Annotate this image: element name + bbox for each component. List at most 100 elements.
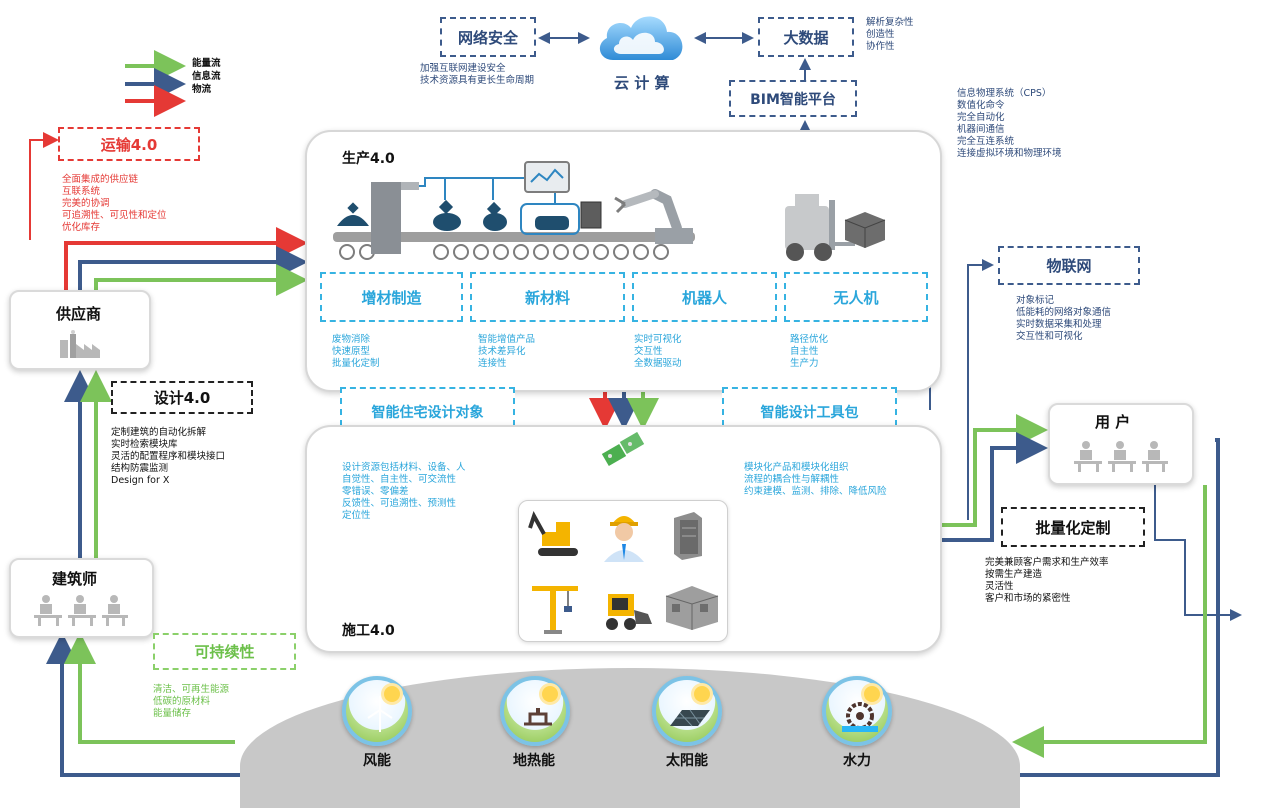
transport-line: 优化库存 [62, 222, 101, 233]
energy-source-label: 地热能 [513, 753, 555, 769]
iot-box: 物联网 [998, 246, 1140, 285]
legend-info-label: 信息流 [192, 71, 221, 82]
transport-line: 完美的协调 [62, 198, 110, 209]
energy-source-hydro [822, 676, 892, 746]
sun-icon [384, 686, 400, 702]
iot-line: 实时数据采集和处理 [1016, 319, 1102, 330]
big-data-line-1: 创造性 [866, 29, 895, 40]
mass-customization-line: 按需生产建造 [985, 569, 1043, 580]
sustainability-title: 可持续性 [194, 643, 255, 661]
production-col-line: 连接性 [478, 358, 507, 369]
construction-left-line: 反馈性、可追溯性、预测性 [342, 498, 457, 509]
production-col-line: 生产力 [790, 358, 819, 369]
production-col-title: 增材制造 [361, 288, 422, 307]
production-col-line: 快速原型 [332, 346, 371, 357]
mass-customization-line: 完美兼顾客户需求和生产效率 [985, 557, 1109, 568]
construction-left-line: 自觉性、自主性、可交流性 [342, 474, 457, 485]
design40-box: 设计4.0 [111, 381, 253, 414]
cloud-label: 云 计 算 [614, 74, 670, 92]
design40-line: 定制建筑的自动化拆解 [111, 427, 207, 438]
production-line-illustration [333, 161, 886, 261]
transport-line: 可追溯性、可见性和定位 [62, 210, 167, 221]
server-cabinet-icon [674, 512, 702, 560]
tower-crane-icon [532, 586, 578, 634]
legend-material-label: 物流 [192, 84, 212, 95]
big-data-line-2: 协作性 [866, 41, 895, 52]
sustainability-line: 能量储存 [153, 708, 192, 719]
smart-home-design-title: 智能住宅设计对象 [371, 405, 484, 421]
network-security-line-0: 加强互联网建设安全 [420, 63, 506, 74]
production-col-robot-box: 机器人 [632, 272, 777, 322]
cps-line: 机器间通信 [957, 124, 1005, 135]
iot-line: 对象标记 [1016, 295, 1055, 306]
water-wheel-icon [842, 702, 878, 732]
production-col-line: 自主性 [790, 346, 819, 357]
design40-line: 实时检索模块库 [111, 439, 178, 450]
network-security-box: 网络安全 [440, 17, 536, 57]
iot-line: 低能耗的网络对象通信 [1016, 307, 1112, 318]
construction-right-line: 流程的耦合性与解耦性 [744, 474, 840, 485]
production-col-line: 批量化定制 [332, 358, 380, 369]
engineer-icon [604, 516, 644, 562]
energy-source-geothermal [500, 676, 570, 746]
design40-title: 设计4.0 [153, 389, 211, 407]
supplier-label: 供应商 [56, 305, 102, 323]
transport-line: 全面集成的供应链 [62, 174, 139, 185]
bim-platform-title: BIM智能平台 [750, 91, 836, 108]
energy-source-label: 水力 [843, 753, 871, 769]
sustainability-line: 低碳的原材料 [153, 696, 211, 707]
cps-line: 信息物理系统（CPS） [957, 88, 1052, 99]
factory-icon [60, 330, 100, 358]
legend-energy-label: 能量流 [192, 58, 221, 69]
energy-source-label: 风能 [363, 753, 391, 769]
sun-icon [694, 686, 710, 702]
architect-label: 建筑师 [52, 570, 98, 588]
construction-title: 施工4.0 [342, 623, 395, 639]
user-label: 用 户 [1095, 413, 1131, 431]
production-col-line: 智能增值产品 [478, 334, 536, 345]
transport-box: 运输4.0 [58, 127, 200, 161]
architect-team-icon [34, 595, 128, 626]
transport-line: 互联系统 [62, 186, 101, 197]
production-col-line: 交互性 [634, 346, 663, 357]
production-col-materials-box: 新材料 [470, 272, 625, 322]
production-col-title: 无人机 [833, 288, 879, 307]
mass-customization-box: 批量化定制 [1001, 507, 1145, 547]
design40-line: Design for X [111, 475, 170, 486]
cps-line: 完全互连系统 [957, 136, 1015, 147]
sustainability-line: 清洁、可再生能源 [153, 684, 230, 695]
construction-right-line: 约束建模、监测、排除、降低风险 [744, 486, 887, 497]
sustainability-box: 可持续性 [153, 633, 296, 670]
design40-line: 结构防震监测 [111, 463, 169, 474]
production-col-line: 技术差异化 [478, 346, 526, 357]
skid-steer-loader-icon [606, 594, 652, 630]
users-at-table-icon [1074, 441, 1168, 472]
production-col-drone-box: 无人机 [784, 272, 928, 322]
smart-design-tools-title: 智能设计工具包 [760, 405, 859, 421]
sun-icon [542, 686, 558, 702]
production-col-line: 路径优化 [790, 334, 829, 345]
construction-right-line: 模块化产品和模块化组织 [744, 462, 849, 473]
energy-source-solar [652, 676, 722, 746]
cps-line: 完全自动化 [957, 112, 1005, 123]
mass-customization-line: 灵活性 [985, 581, 1014, 592]
mass-customization-line: 客户和市场的紧密性 [985, 593, 1071, 604]
solar-panel-icon [670, 709, 710, 727]
transport-title: 运输4.0 [100, 135, 158, 154]
energy-source-label: 太阳能 [666, 753, 708, 769]
mass-customization-title: 批量化定制 [1035, 518, 1111, 537]
production-col-additive-box: 增材制造 [320, 272, 463, 322]
sun-icon [864, 686, 880, 702]
big-data-title: 大数据 [783, 28, 829, 47]
cps-line: 数值化命令 [957, 100, 1005, 111]
construction-left-line: 零错误、零偏差 [342, 486, 409, 497]
network-security-line-1: 技术资源具有更长生命周期 [420, 75, 535, 86]
excavator-icon [528, 511, 578, 556]
cps-line: 连接虚拟环境和物理环境 [957, 148, 1062, 159]
cloud-icon [599, 16, 683, 60]
iot-title: 物联网 [1046, 257, 1092, 275]
construction-left-line: 定位性 [342, 510, 371, 521]
production-col-line: 全数据驱动 [634, 358, 682, 369]
production-col-title: 机器人 [681, 288, 727, 307]
wind-turbine-icon [367, 696, 393, 732]
